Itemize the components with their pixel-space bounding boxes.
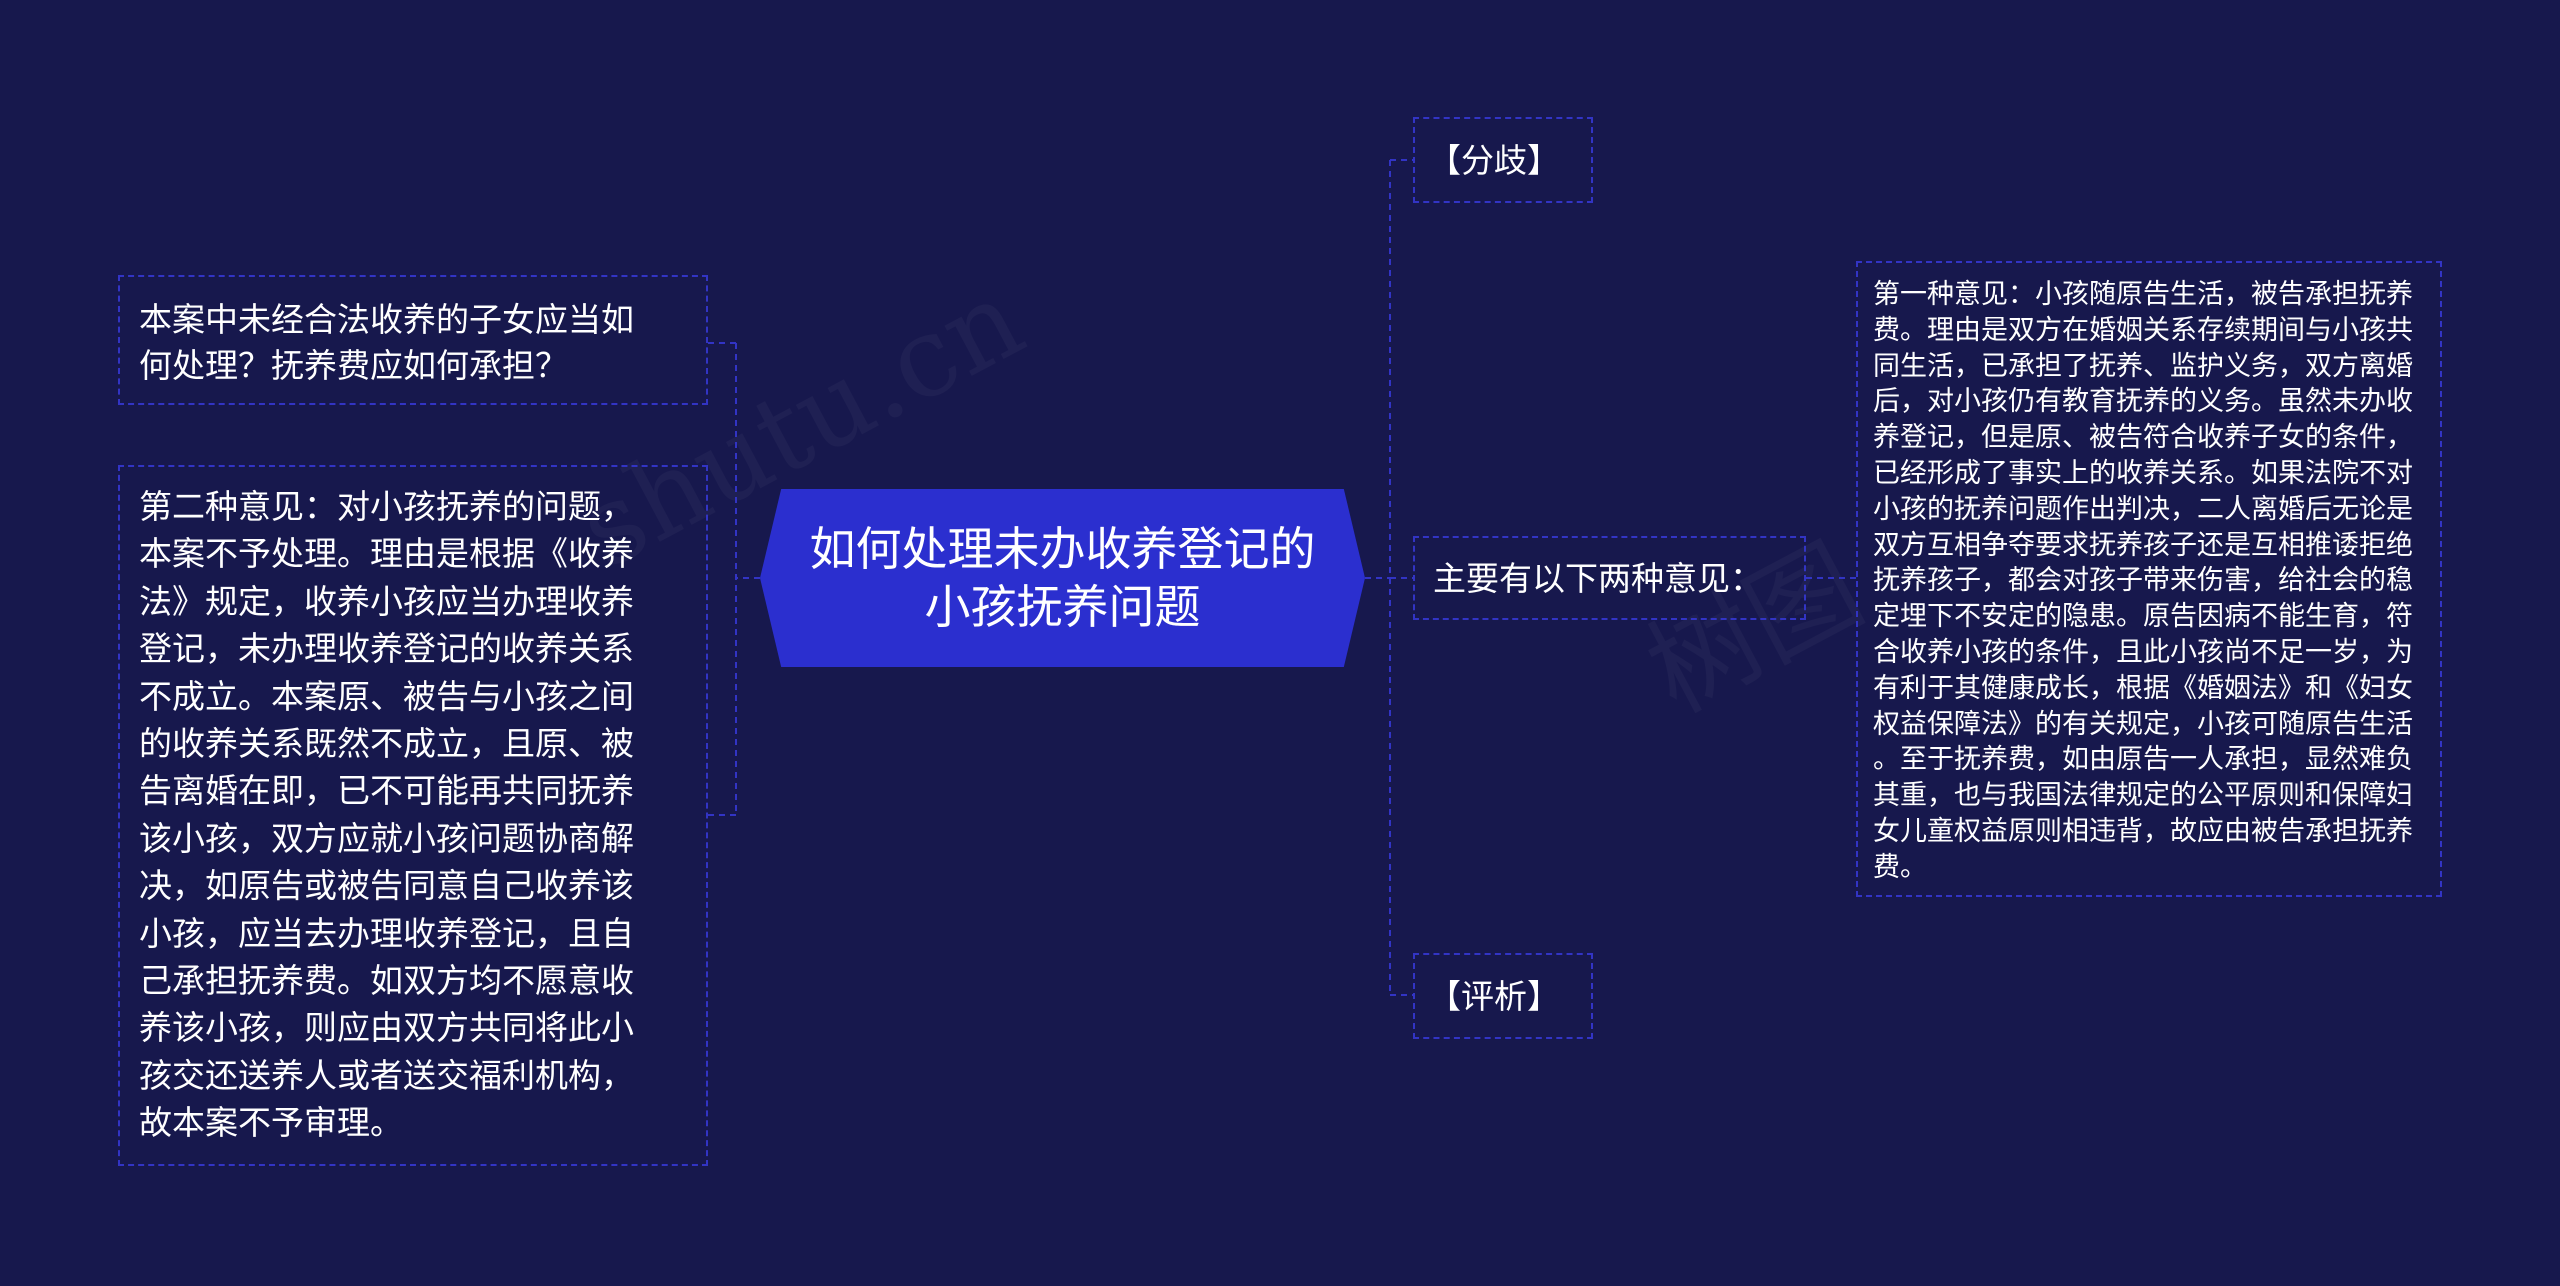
connector-right [1365, 159, 1413, 996]
topic-question-text: 本案中未经合法收养的子女应当如 何处理？抚养费应如何承担？ [139, 300, 634, 385]
central-topic[interactable]: 如何处理未办收养登记的 小孩抚养问题 [760, 489, 1365, 667]
topic-main-opinions[interactable]: 主要有以下两种意见： [1413, 536, 1806, 620]
topic-first-opinion-text: 第一种意见：小孩随原告生活，被告承担抚养 费。理由是双方在婚姻关系存续期间与小孩… [1873, 279, 2413, 883]
central-topic-title: 如何处理未办收养登记的 小孩抚养问题 [809, 522, 1316, 634]
topic-second-opinion-text: 第二种意见：对小孩抚养的问题， 本案不予处理。理由是根据《收养 法》规定，收养小… [139, 487, 634, 1143]
topic-divergence[interactable]: 【分歧】 [1413, 117, 1593, 203]
topic-analysis[interactable]: 【评析】 [1413, 953, 1593, 1039]
topic-question[interactable]: 本案中未经合法收养的子女应当如 何处理？抚养费应如何承担？ [118, 275, 708, 405]
topic-second-opinion[interactable]: 第二种意见：对小孩抚养的问题， 本案不予处理。理由是根据《收养 法》规定，收养小… [118, 465, 708, 1166]
topic-main-opinions-text: 主要有以下两种意见： [1433, 559, 1763, 598]
connector-left [708, 342, 760, 816]
topic-divergence-text: 【分歧】 [1428, 141, 1560, 180]
topic-analysis-text: 【评析】 [1428, 977, 1560, 1016]
topic-first-opinion[interactable]: 第一种意见：小孩随原告生活，被告承担抚养 费。理由是双方在婚姻关系存续期间与小孩… [1856, 261, 2442, 897]
